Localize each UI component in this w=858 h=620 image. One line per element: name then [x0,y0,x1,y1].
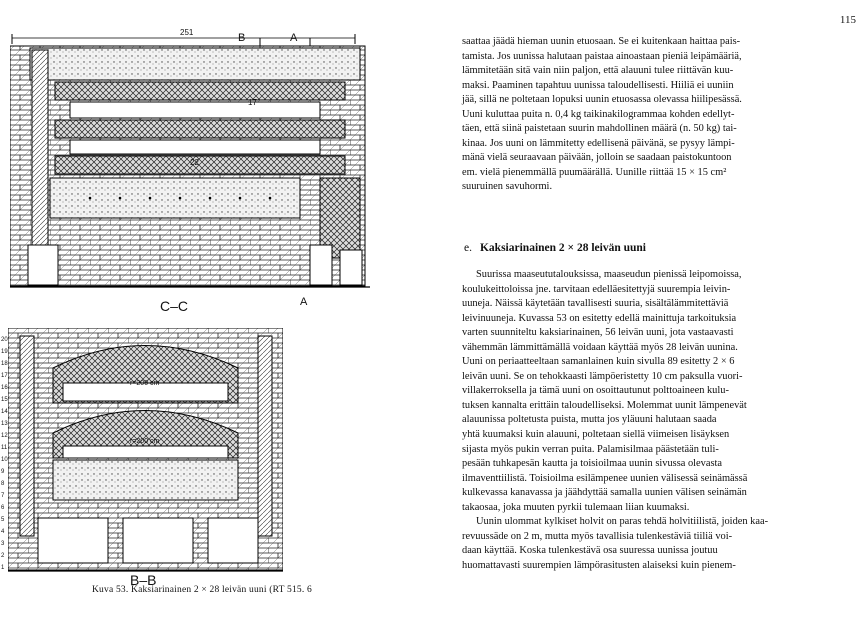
oven-section-bb-drawing [8,328,283,572]
section-marker-a: A [290,32,298,44]
text-line: Suurissa maaseututalouksissa, maaseudun … [476,269,742,280]
course-number: 19 [1,349,8,355]
text-line: kinaa. Jos uuni on lämmitetty edellisenä… [462,137,735,149]
text-line: täen, että siinä paistetaan suurin mahdo… [462,123,737,135]
text-line: saattaa jäädä hieman uunin etuosaan. Se … [462,36,741,47]
text-line: huomattavasti suurempien lämpörasitusten… [462,559,736,571]
course-number: 3 [1,541,5,547]
dimension-251: 251 [180,28,194,37]
course-number: 14 [1,409,8,415]
text-line: leivän uuni. Se on tehokkaasti lämpöeris… [462,370,743,382]
course-number: 6 [1,505,5,511]
text-line: uuneja. Näissä käytetään tavallisesti su… [462,298,729,310]
section-number: e. [464,242,472,254]
text-line: revuussäde on 2 m, mutta myös tavallisia… [462,530,733,542]
text-line: sijasta myös pukin verran puita. Palamis… [462,443,719,455]
course-number: 16 [1,385,8,391]
text-line: ilmaventtiilistä. Toisioilma esilämpenee… [462,472,748,484]
text-line: vähemmän lämmittämällä voidaan käyttää m… [462,341,738,353]
course-number: 9 [1,469,5,475]
text-line: Uuni kuluttaa puita n. 0,4 kg taikinakil… [462,108,735,120]
text-line: suuruinen savuhormi. [462,181,553,193]
section-label-cc: C–C [160,298,189,314]
text-line: Uuni on periaatteeltaan samanlainen kuin… [462,356,735,368]
section-heading: e. Kaksiarinainen 2 × 28 leivän uuni [464,242,646,254]
course-number: 15 [1,397,8,403]
text-line: jää, sillä ne poltetaan lopuksi uunin et… [462,94,742,106]
text-line: varten suunniteltu kaksiarinainen, 56 le… [462,327,734,339]
figure-caption: Kuva 53. Kaksiarinainen 2 × 28 leivän uu… [92,585,312,595]
section-marker-a-lower: A [300,296,308,308]
radius-label-upper: r=200 cm [130,380,160,387]
course-number: 4 [1,529,5,535]
course-number: 11 [1,445,8,451]
text-line: tamista. Jos uunissa halutaan paistaa ai… [462,50,742,62]
text-line: yhtä kuumaksi kuin alauuni, poltetaan si… [462,429,730,441]
text-line: lämmitetään sitä vain niin paljon, että … [462,65,734,77]
radius-label-lower: r=200 cm [130,438,160,445]
text-line: em. vielä pienemmällä puumäärällä. Uunil… [462,166,727,178]
text-line: daan käyttää. Koska tulenkestävä osa suu… [462,545,718,557]
course-number: 8 [1,481,5,487]
text-line: maksi. Paaminen tapahtuu uunissa taloude… [462,79,734,91]
course-number: 18 [1,361,8,367]
text-line: kulkevassa kanavassa ja jäähdyttää samal… [462,487,747,499]
text-line: koulukeittoloissa jne. tarvitaan edelläe… [462,283,731,295]
text-line: takaosaa, joka muuten pyrkii tulemaan li… [462,501,690,513]
text-line: tuksen kannalta erittäin taloudelliseksi… [462,399,747,411]
course-number: 12 [1,433,8,439]
course-number: 13 [1,421,8,427]
text-line: leivinuuneja. Kuvassa 53 on esitetty ede… [462,312,737,324]
dimension-22: 22 [190,158,199,167]
section-title: Kaksiarinainen 2 × 28 leivän uuni [479,242,646,254]
text-line: Uunin ulommat kylkiset holvit on paras t… [476,516,769,528]
dimension-17: 17 [248,98,257,107]
section-label-bb: B–B [130,572,157,588]
oven-section-cc-drawing [10,34,370,288]
course-number: 10 [1,457,8,463]
course-number: 5 [1,517,5,523]
course-number: 2 [1,553,5,559]
text-line: villakerroksella ja tämä uuni on osoitta… [462,385,729,397]
left-page: 251 B A 17 22 A C–C 20 19 18 17 16 15 14… [1,28,370,595]
page-number: 115 [839,14,856,26]
course-number: 17 [1,373,8,379]
course-number: 1 [1,565,5,571]
course-number: 20 [1,337,8,343]
text-line: pesään tuhkapesän kautta ja toisioilmaa … [462,458,722,470]
course-number: 7 [1,493,5,499]
main-paragraph: Suurissa maaseututalouksissa, maaseudun … [462,268,846,573]
text-line: alauunissa poltetusta puista, mutta jos … [462,414,717,426]
text-line: mänä vielä seuraavaan päivään, jolloin s… [462,152,732,164]
section-marker-b: B [238,32,246,44]
right-page: 115 saattaa jäädä hieman uunin etuosaan.… [430,0,858,620]
top-paragraph: saattaa jäädä hieman uunin etuosaan. Se … [462,35,846,195]
